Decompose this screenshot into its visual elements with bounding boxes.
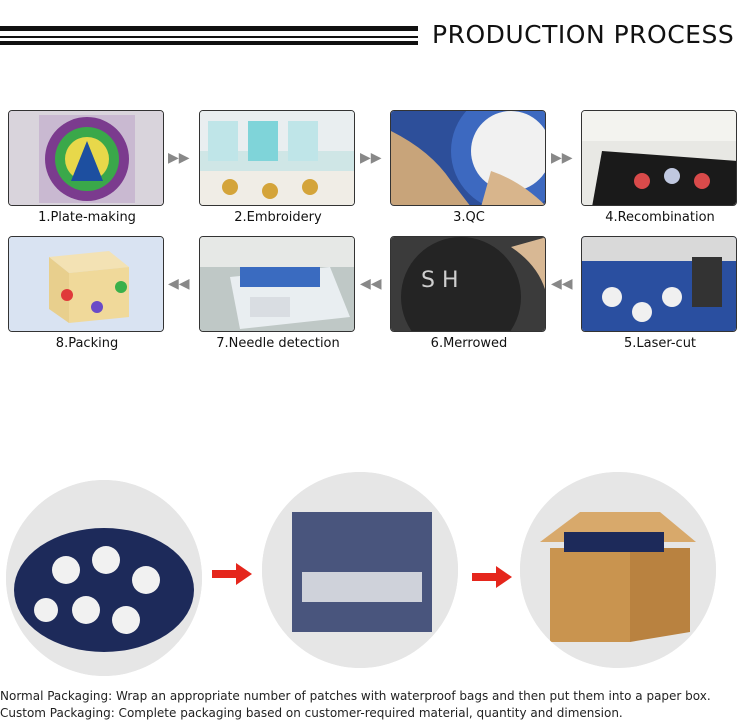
arrow-right-icon: ▶▶ [551,150,573,166]
step-label: 2.Embroidery [234,210,322,225]
step-label: 7.Needle detection [216,336,340,351]
step-label: 3.QC [453,210,485,225]
svg-text:S H: S H [421,268,459,293]
page-title: PRODUCTION PROCESS [432,20,735,49]
arrow-left-icon: ◀◀ [551,276,573,292]
step-recombination: 4.Recombination [581,110,739,225]
arrow-right-icon [472,566,512,588]
merrowed-image: S H [390,236,546,332]
arrow-left-icon: ◀◀ [360,276,382,292]
plate-making-image [8,110,164,206]
embroidery-image [199,110,355,206]
normal-packaging-text: Normal Packaging: Wrap an appropriate nu… [0,689,711,703]
step-needle-detection: 7.Needle detection [199,236,357,351]
step-label: 6.Merrowed [430,336,508,351]
step-embroidery: 2.Embroidery [199,110,357,225]
qc-image [390,110,546,206]
step-label: 5.Laser-cut [623,336,697,351]
step-qc: 3.QC [390,110,548,225]
custom-packaging-text: Custom Packaging: Complete packaging bas… [0,706,623,720]
arrow-right-icon [212,563,252,585]
laser-cut-image [581,236,737,332]
loose-patches-image [6,480,202,676]
step-merrowed: S H 6.Merrowed [390,236,548,351]
step-plate-making: 1.Plate-making [8,110,166,225]
recombination-image [581,110,737,206]
step-label: 8.Packing [55,336,119,351]
bagged-patches-image [262,472,458,668]
step-label: 1.Plate-making [38,210,136,225]
packing-image [8,236,164,332]
arrow-right-icon: ▶▶ [168,150,190,166]
step-packing: 8.Packing [8,236,166,351]
step-laser-cut: 5.Laser-cut [581,236,739,351]
box-packaging-image [520,472,716,668]
arrow-left-icon: ◀◀ [168,276,190,292]
arrow-right-icon: ▶▶ [360,150,382,166]
needle-detection-image [199,236,355,332]
header-rule [0,26,418,46]
step-label: 4.Recombination [605,210,715,225]
